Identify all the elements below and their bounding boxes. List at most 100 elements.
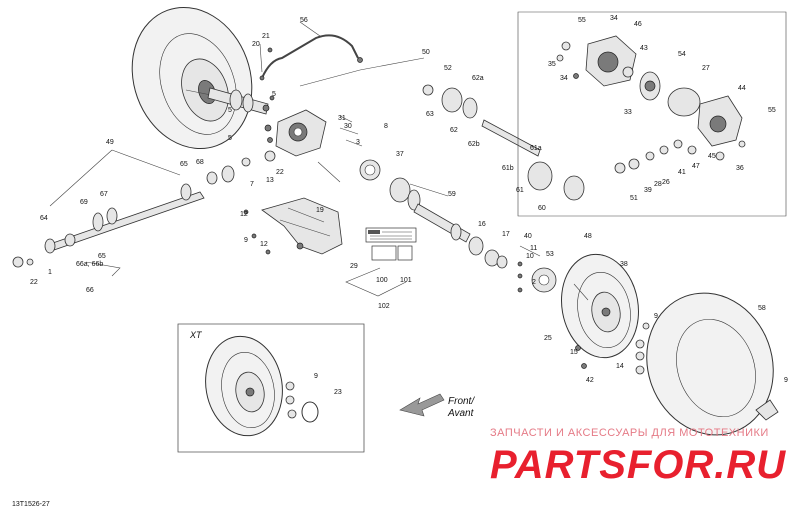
callout: 34 bbox=[610, 15, 618, 22]
callout: 7 bbox=[250, 181, 254, 188]
callout: 16 bbox=[478, 221, 486, 228]
callout: 43 bbox=[640, 45, 648, 52]
callout: 22 bbox=[276, 169, 284, 176]
callout: 45 bbox=[708, 153, 716, 160]
left-tire-assembly bbox=[131, 6, 253, 150]
callout: 40 bbox=[524, 233, 532, 240]
callout: 9 bbox=[784, 377, 788, 384]
brake-line bbox=[261, 34, 359, 79]
callout: 12 bbox=[240, 211, 248, 218]
callout: 62a bbox=[472, 75, 484, 82]
warning-labels bbox=[365, 227, 417, 261]
callout: 17 bbox=[502, 231, 510, 238]
callout: 100 bbox=[376, 277, 388, 284]
right-driveshaft bbox=[359, 84, 585, 269]
callout: 67 bbox=[100, 191, 108, 198]
callout: 61 bbox=[516, 187, 524, 194]
front-direction-indicator: Front/ Avant bbox=[399, 393, 475, 419]
callout: 3 bbox=[356, 139, 360, 146]
callout: 12 bbox=[260, 241, 268, 248]
callout: 54 bbox=[678, 51, 686, 58]
callout: 42 bbox=[586, 377, 594, 384]
leader-lines bbox=[49, 21, 589, 301]
callout: 23 bbox=[334, 389, 342, 396]
wheel-nuts bbox=[635, 322, 650, 375]
watermark-line2: PARTSFOR.RU bbox=[490, 443, 786, 487]
direction-line1: Front/ bbox=[448, 396, 475, 407]
gearbox-exploded-view bbox=[517, 11, 787, 217]
propeller-shaft bbox=[12, 165, 235, 268]
callout: 31 bbox=[338, 115, 346, 122]
diagram-code: 13T1526-27 bbox=[12, 501, 50, 508]
callout: 11 bbox=[530, 245, 537, 252]
callout: 2 bbox=[532, 279, 536, 286]
callout: 41 bbox=[678, 169, 686, 176]
xt-inset-label: XT bbox=[189, 330, 203, 340]
callout: 60 bbox=[538, 205, 546, 212]
callout: 39 bbox=[644, 187, 652, 194]
callout: 49 bbox=[106, 139, 114, 146]
callout: 38 bbox=[620, 261, 628, 268]
callout: 25 bbox=[544, 335, 552, 342]
callout: 66a, 66b bbox=[76, 261, 103, 268]
callout: 65 bbox=[98, 253, 106, 260]
callout: 5 bbox=[228, 135, 232, 142]
callout: 46 bbox=[634, 21, 642, 28]
callout: 52 bbox=[444, 65, 452, 72]
callout: 58 bbox=[758, 305, 766, 312]
callout: 61a bbox=[530, 145, 542, 152]
callout: 65 bbox=[180, 161, 188, 168]
callout: 69 bbox=[80, 199, 88, 206]
callout: 15 bbox=[570, 349, 578, 356]
callout-numbers: 56 21 20 50 5 5 5 49 31 30 8 3 22 13 7 6… bbox=[30, 15, 788, 396]
differential-housing bbox=[264, 109, 327, 157]
callout: 9 bbox=[314, 373, 318, 380]
callout: 61b bbox=[502, 165, 514, 172]
callout: 64 bbox=[40, 215, 48, 222]
callout: 14 bbox=[616, 363, 624, 370]
callout: 35 bbox=[548, 61, 556, 68]
callout: 62 bbox=[450, 127, 458, 134]
direction-line2: Avant bbox=[447, 408, 475, 419]
callout: 56 bbox=[300, 17, 308, 24]
right-wheel-rim bbox=[561, 253, 639, 369]
callout: 9 bbox=[654, 313, 658, 320]
callout: 51 bbox=[630, 195, 638, 202]
brake-disc-hub bbox=[517, 261, 557, 293]
callout: 37 bbox=[396, 151, 404, 158]
callout: 34 bbox=[560, 75, 568, 82]
callout: 28 bbox=[654, 181, 662, 188]
callout: 20 bbox=[252, 41, 260, 48]
xt-inset: XT bbox=[177, 323, 365, 453]
callout: 50 bbox=[422, 49, 430, 56]
callout: 1 bbox=[48, 269, 52, 276]
callout: 19 bbox=[316, 207, 324, 214]
skid-plate bbox=[243, 197, 343, 255]
callout: 5 bbox=[272, 91, 276, 98]
housing-bolts bbox=[241, 115, 363, 183]
callout: 53 bbox=[546, 251, 554, 258]
callout: 36 bbox=[736, 165, 744, 172]
callout: 30 bbox=[344, 123, 352, 130]
callout: 9 bbox=[244, 237, 248, 244]
callout: 29 bbox=[350, 263, 358, 270]
watermark: ЗАПЧАСТИ И АКСЕССУАРЫ ДЛЯ МОТОТЕХНИКИ PA… bbox=[490, 427, 786, 487]
callout: 101 bbox=[400, 277, 412, 284]
callout: 66 bbox=[86, 287, 94, 294]
callout: 55 bbox=[768, 107, 776, 114]
callout: 59 bbox=[448, 191, 456, 198]
callout: 13 bbox=[266, 177, 274, 184]
callout: 102 bbox=[378, 303, 390, 310]
callout: 5 bbox=[228, 107, 232, 114]
watermark-line1: ЗАПЧАСТИ И АКСЕССУАРЫ ДЛЯ МОТОТЕХНИКИ bbox=[490, 427, 769, 439]
callout: 33 bbox=[624, 109, 632, 116]
callout: 55 bbox=[578, 17, 586, 24]
callout: 62b bbox=[468, 141, 480, 148]
callout: 44 bbox=[738, 85, 746, 92]
right-tire bbox=[646, 292, 779, 436]
callout: 10 bbox=[526, 253, 534, 260]
front-arrow-icon bbox=[399, 393, 445, 417]
callout: 48 bbox=[584, 233, 592, 240]
callout: 27 bbox=[702, 65, 710, 72]
callout: 21 bbox=[262, 33, 270, 40]
